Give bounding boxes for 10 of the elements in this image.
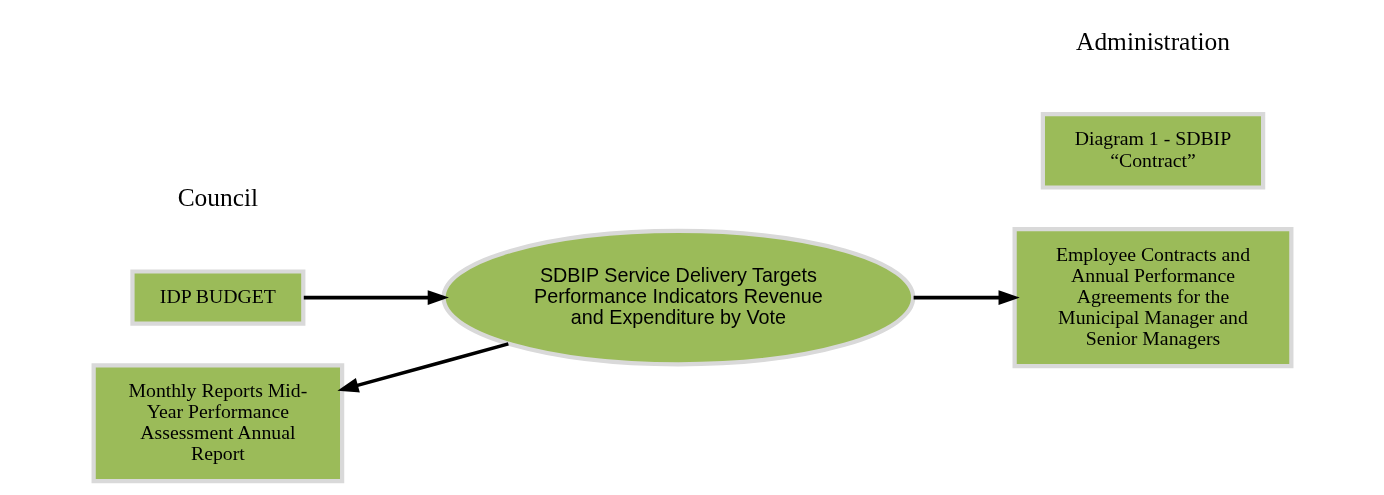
node-box: Monthly Reports Mid-Year Performance Assessment Annual Report — [91, 363, 344, 484]
node-box: Diagram 1 - SDBIP “Contract” — [1040, 111, 1265, 190]
label: Council — [177, 183, 258, 212]
arrow — [913, 290, 1020, 306]
node-box: IDP BUDGET — [129, 269, 305, 326]
label: Administration — [1075, 26, 1230, 55]
arrow — [336, 342, 509, 393]
node-box: Employee Contracts and Annual Performance Agreements for the Municipal Manager and Senior Managers — [1012, 227, 1293, 369]
node-ellipse: SDBIP Service Delivery Targets Performance Indicators Revenue and Expenditure by Vote — [440, 228, 915, 367]
arrow — [303, 290, 449, 306]
